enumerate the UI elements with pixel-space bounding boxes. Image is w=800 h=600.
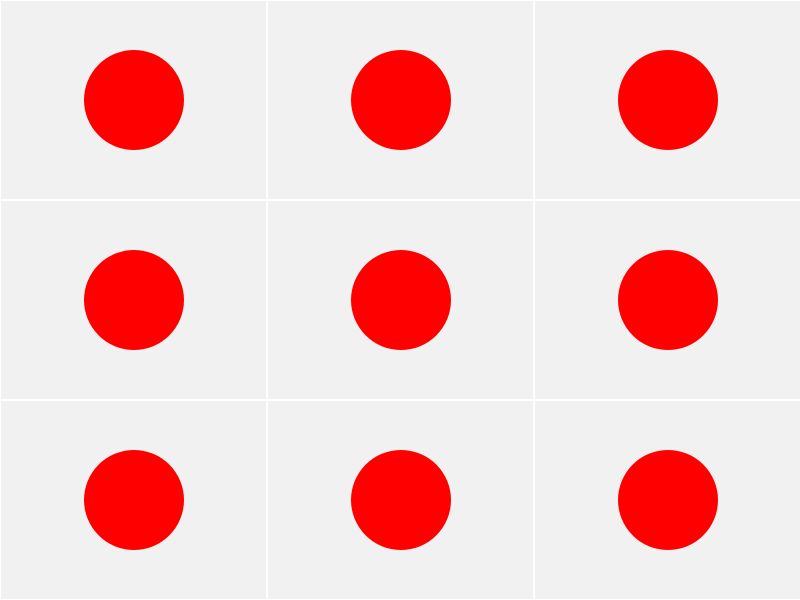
circle-icon — [350, 250, 451, 350]
circle-icon — [618, 50, 718, 150]
circle-icon — [350, 50, 451, 150]
grid-cell — [535, 201, 800, 399]
grid-cell — [268, 1, 533, 199]
grid-cell — [1, 1, 266, 199]
circle-icon — [83, 450, 184, 550]
grid-cell — [268, 201, 533, 399]
circle-icon — [618, 250, 718, 350]
grid-cell — [535, 401, 800, 599]
grid-cell — [268, 401, 533, 599]
grid-cell — [1, 201, 266, 399]
grid-cell — [535, 1, 800, 199]
circle-icon — [83, 250, 184, 350]
circle-icon — [350, 450, 451, 550]
grid-cell — [1, 401, 266, 599]
circle-icon — [618, 450, 718, 550]
circle-icon — [83, 50, 184, 150]
